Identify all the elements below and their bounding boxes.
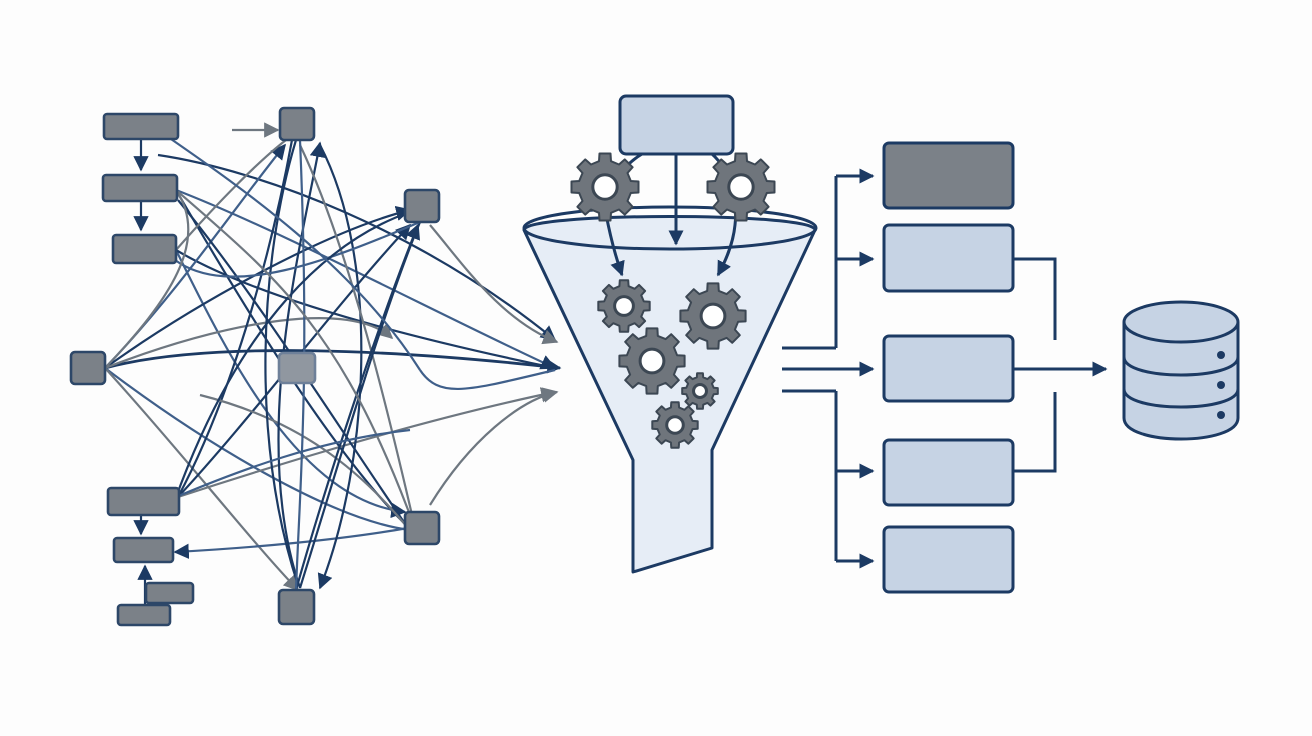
edge <box>277 141 326 589</box>
outputs-to-database <box>1013 257 1108 473</box>
edge <box>104 317 394 370</box>
edge <box>157 129 421 371</box>
node-square <box>403 510 441 546</box>
output-box <box>882 438 1015 507</box>
edge <box>175 139 287 251</box>
edge <box>177 139 294 498</box>
edge <box>175 249 556 370</box>
left-column-arrows <box>133 140 153 604</box>
edge <box>317 144 363 590</box>
network-nodes <box>69 106 441 627</box>
gears <box>570 152 776 449</box>
edge <box>104 367 300 592</box>
node-box <box>111 233 178 265</box>
edge <box>173 210 411 501</box>
node-square <box>403 188 441 224</box>
processing-funnel <box>522 94 818 574</box>
output-boxes <box>882 141 1015 594</box>
edge <box>175 249 407 519</box>
merge-line <box>1013 392 1057 473</box>
edge <box>199 393 409 529</box>
node-square <box>277 588 316 626</box>
merge-line <box>1013 257 1057 340</box>
funnel-to-outputs <box>782 168 875 569</box>
gear-hub <box>665 415 685 435</box>
edge <box>177 387 557 499</box>
node-square <box>278 106 316 142</box>
tangled-network <box>69 106 562 627</box>
node-square <box>277 351 317 385</box>
edge <box>429 387 559 506</box>
edge <box>104 189 190 369</box>
output-box <box>882 525 1015 594</box>
node-square <box>69 350 107 386</box>
node-box <box>106 486 181 517</box>
output-box <box>882 223 1015 293</box>
edge <box>104 367 411 532</box>
edge <box>104 349 562 374</box>
edge <box>429 224 559 345</box>
edge <box>175 428 411 499</box>
network-edges <box>104 122 562 592</box>
gear-hub <box>613 295 635 317</box>
edge <box>419 368 556 391</box>
edge <box>264 139 300 586</box>
edge <box>174 220 421 278</box>
node-box <box>112 536 175 564</box>
gear-hub <box>591 173 619 201</box>
edge <box>294 139 306 591</box>
output-box-highlighted <box>882 141 1015 210</box>
edge <box>298 221 422 589</box>
edge <box>173 526 409 559</box>
funnel-body <box>522 215 817 574</box>
node-box <box>102 112 180 141</box>
gear-hub <box>638 347 666 375</box>
funnel-rim <box>522 205 818 251</box>
database-icon <box>1122 300 1240 441</box>
gear-hub <box>692 383 708 399</box>
funnel-input-box <box>618 94 735 156</box>
node-box <box>144 581 195 605</box>
node-box <box>101 173 179 203</box>
gear-hub <box>727 173 755 201</box>
edge <box>299 144 414 516</box>
output-box <box>882 334 1015 403</box>
edge <box>175 189 412 516</box>
gear-hub <box>699 302 727 330</box>
node-box <box>116 603 172 627</box>
